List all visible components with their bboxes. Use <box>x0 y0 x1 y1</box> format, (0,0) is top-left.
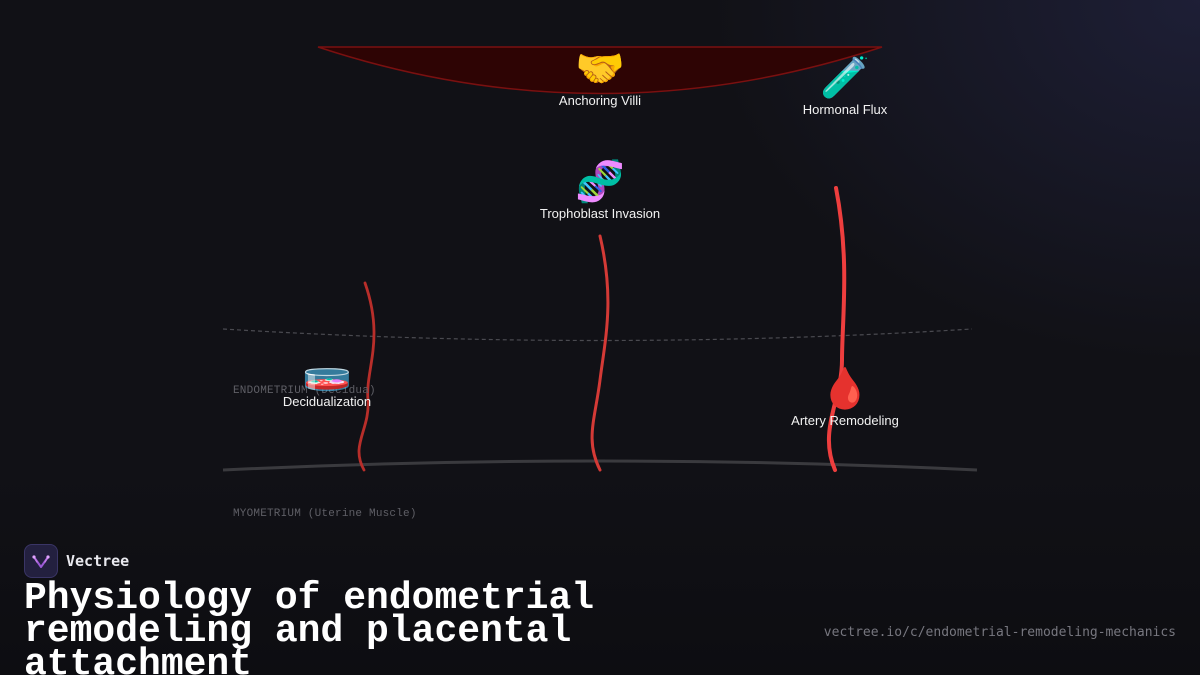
source-url[interactable]: vectree.io/c/endometrial-remodeling-mech… <box>823 625 1176 640</box>
page-title: Physiology of endometrial remodeling and… <box>24 577 595 675</box>
node-label: Hormonal Flux <box>802 102 888 117</box>
myometrium-line <box>222 459 978 472</box>
node-label: Artery Remodeling <box>791 413 899 428</box>
blood-drop-icon: 🩸 <box>820 366 870 412</box>
dna-icon: 🧬 <box>575 159 625 205</box>
spiral-artery-left <box>357 281 376 472</box>
brand-name: Vectree <box>66 552 130 570</box>
placenta-bowl <box>317 46 883 95</box>
myometrium-layer-label: MYOMETRIUM (Uterine Muscle) <box>233 508 417 520</box>
handshake-icon: 🤝 <box>575 46 625 92</box>
node-trophoblast-invasion: 🧬 Trophoblast Invasion <box>540 160 660 221</box>
node-decidualization: 🧫 Decidualization <box>283 348 371 409</box>
node-hormonal-flux: 🧪 Hormonal Flux <box>803 56 888 117</box>
node-label: Decidualization <box>282 394 372 409</box>
node-label: Anchoring Villi <box>558 93 642 108</box>
node-anchoring-villi: 🤝 Anchoring Villi <box>559 47 641 108</box>
node-artery-remodeling: 🩸 Artery Remodeling <box>791 367 899 428</box>
petri-dish-icon: 🧫 <box>302 347 352 393</box>
endometrium-layer-label: ENDOMETRIUM (Decidua) <box>233 385 376 397</box>
test-tube-icon: 🧪 <box>820 55 870 101</box>
decidua-boundary-line <box>222 328 973 342</box>
spiral-artery-right <box>826 186 847 472</box>
vectree-logo-icon <box>24 544 58 578</box>
brand: Vectree <box>24 544 129 578</box>
spiral-artery-middle <box>590 234 610 472</box>
node-label: Trophoblast Invasion <box>539 206 661 221</box>
